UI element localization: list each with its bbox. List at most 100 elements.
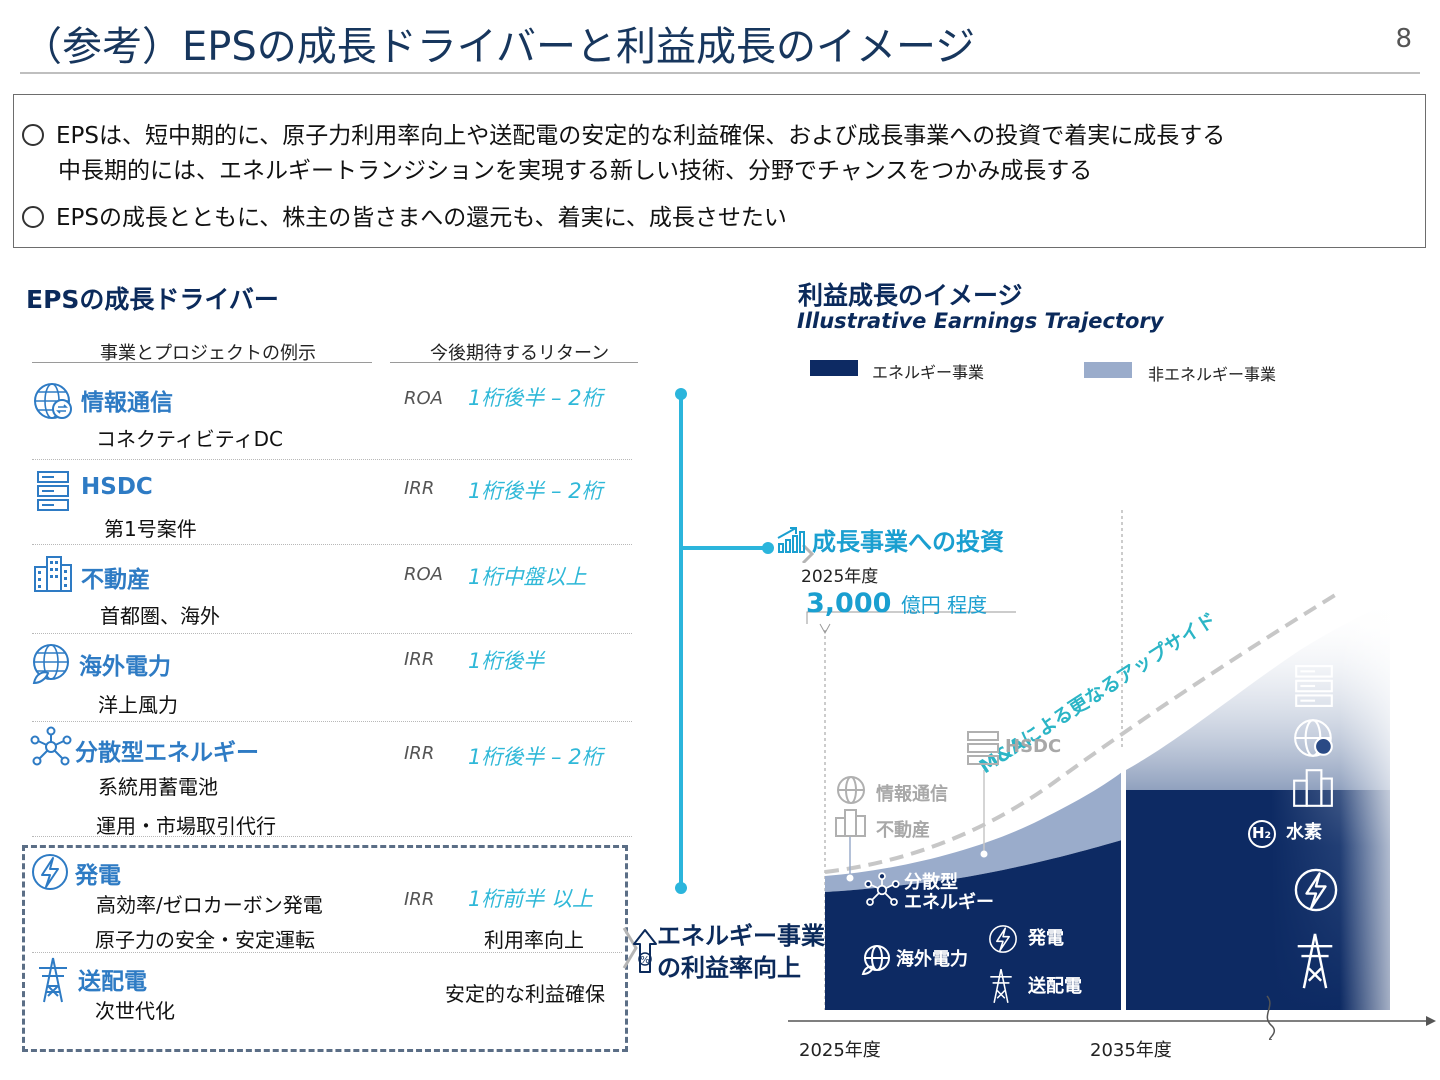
power-return: 1桁前半 以上 (468, 887, 594, 911)
legend-swatch-non-energy (1084, 362, 1132, 378)
network-nodes-icon (30, 726, 72, 766)
summary-box (13, 94, 1426, 248)
title-divider (20, 72, 1420, 74)
lightning-bolt-icon (32, 854, 68, 890)
percent-up-arrow-icon: % (633, 929, 657, 973)
x-axis-label: 2025年度 (799, 1040, 881, 1061)
driver-bracket-connector (622, 388, 774, 969)
globe-data-icon (34, 383, 72, 419)
chart-label-hsdc: HSDC (1005, 736, 1062, 757)
summary-bullet-1-cont: 中長期的には、エネルギートランジションを実現する新しい技術、分野でチャンスをつか… (58, 158, 1093, 184)
growth-bars-icon (777, 527, 805, 553)
driver-example: 首都圏、海外 (100, 604, 220, 628)
driver-metric: IRR (404, 743, 435, 764)
globe-data-icon (837, 776, 865, 804)
driver-example: 系統用蓄電池 (98, 775, 218, 799)
circle-bullet-icon (22, 124, 44, 146)
summary-bullet-2-text: EPSの成長とともに、株主の皆さまへの還元も、着実に、成長させたい (56, 205, 787, 231)
driver-name: 分散型エネルギー (75, 740, 259, 766)
chart-label-realestate: 不動産 (876, 820, 930, 841)
hydrogen-icon (1248, 820, 1276, 848)
summary-bullet-2: EPSの成長とともに、株主の皆さまへの還元も、着実に、成長させたい (22, 198, 787, 232)
driver-return: 1桁中盤以上 (468, 565, 587, 589)
network-nodes-icon (864, 872, 900, 906)
row-divider (32, 721, 632, 722)
power-metric: IRR (404, 889, 435, 910)
driver-name: 海外電力 (79, 654, 171, 680)
chart-label-hydrogen: 水素 (1286, 822, 1322, 843)
svg-text:%: % (640, 955, 650, 966)
col-head-returns: 今後期待するリターン (430, 343, 610, 364)
buildings-icon (835, 809, 866, 837)
circle-bullet-icon (22, 206, 44, 228)
driver-metric: ROA (404, 564, 443, 585)
summary-bullet-1: EPSは、短中期的に、原子力利用率向上や送配電の安定的な利益確保、および成長事業… (22, 116, 1225, 150)
row-divider (32, 836, 632, 837)
server-rack-icon (1295, 665, 1333, 707)
driver-metric: IRR (404, 649, 435, 670)
chart-label-distributed-2: エネルギー (904, 892, 994, 913)
energy-margin-label-1: エネルギー事業 (657, 922, 825, 950)
driver-return: 1桁後半 – 2桁 (468, 745, 603, 769)
hydrogen-symbol: H₂ (1252, 824, 1272, 842)
lightning-bolt-icon (1294, 868, 1338, 912)
transmission-tower-icon (39, 957, 67, 1003)
server-rack-icon (37, 471, 69, 511)
lightning-bolt-icon (989, 925, 1017, 953)
driver-return: 1桁後半 (468, 649, 545, 673)
row-divider (32, 459, 632, 460)
driver-name: HSDC (81, 474, 153, 500)
page-title: （参考）EPSの成長ドライバーと利益成長のイメージ (22, 24, 976, 70)
investment-year: 2025年度 (801, 567, 879, 587)
power-return-2: 利用率向上 (484, 928, 584, 952)
driver-return: 1桁後半 – 2桁 (468, 479, 603, 503)
row-divider (32, 633, 632, 634)
transmission-tower-icon (990, 969, 1012, 1003)
globe-leaf-icon (861, 945, 890, 976)
x-axis-label: 2035年度 (1090, 1040, 1172, 1061)
driver-example: 洋上風力 (98, 693, 178, 717)
summary-bullet-1-text: EPSは、短中期的に、原子力利用率向上や送配電の安定的な利益確保、および成長事業… (56, 123, 1226, 149)
grid-return: 安定的な利益確保 (445, 982, 605, 1006)
chart-label-grid: 送配電 (1028, 976, 1082, 997)
buildings-icon (1293, 769, 1333, 807)
col-head-rule (32, 362, 372, 363)
chevron-right-icon (801, 545, 815, 563)
energy-margin-label-2: の利益率向上 (657, 954, 801, 982)
server-rack-icon (967, 731, 999, 765)
driver-metric: ROA (404, 388, 443, 409)
chart-label-power: 発電 (1028, 928, 1064, 949)
globe-data-icon (1294, 719, 1333, 757)
grid-name: 送配電 (78, 969, 147, 995)
chart-label-overseas: 海外電力 (896, 949, 968, 970)
row-divider (32, 952, 622, 953)
page-number: 8 (1395, 24, 1412, 54)
investment-amount-unit: 億円 程度 (900, 593, 988, 617)
chart-label-info: 情報通信 (876, 784, 948, 805)
power-example-1: 高効率/ゼロカーボン発電 (96, 893, 323, 917)
col-head-projects: 事業とプロジェクトの例示 (100, 343, 316, 364)
investment-title: 成長事業への投資 (812, 528, 1004, 556)
legend-label-non-energy: 非エネルギー事業 (1148, 365, 1277, 384)
drivers-section-title: EPSの成長ドライバー (26, 285, 279, 314)
driver-example: 第1号案件 (104, 517, 197, 541)
driver-name: 情報通信 (81, 390, 173, 416)
chart-label-distributed-1: 分散型 (904, 872, 958, 893)
legend-label-energy: エネルギー事業 (872, 363, 985, 382)
power-example-2: 原子力の安全・安定運転 (95, 928, 315, 952)
earnings-section-title: 利益成長のイメージ (798, 281, 1023, 310)
grid-example: 次世代化 (95, 999, 175, 1023)
power-name: 発電 (75, 863, 121, 889)
investment-amount: 3,000 億円 程度 (806, 588, 987, 619)
buildings-icon (34, 556, 72, 592)
driver-example: コネクティビティDC (96, 427, 283, 451)
globe-leaf-icon (32, 644, 69, 685)
legend-swatch-energy (810, 360, 858, 376)
transmission-tower-icon (1297, 933, 1333, 989)
row-divider (32, 544, 632, 545)
driver-example-2: 運用・市場取引代行 (96, 814, 276, 838)
investment-amount-value: 3,000 (806, 588, 892, 619)
energy-business-box (22, 845, 628, 1052)
driver-metric: IRR (404, 478, 435, 499)
col-head-rule (390, 362, 638, 363)
